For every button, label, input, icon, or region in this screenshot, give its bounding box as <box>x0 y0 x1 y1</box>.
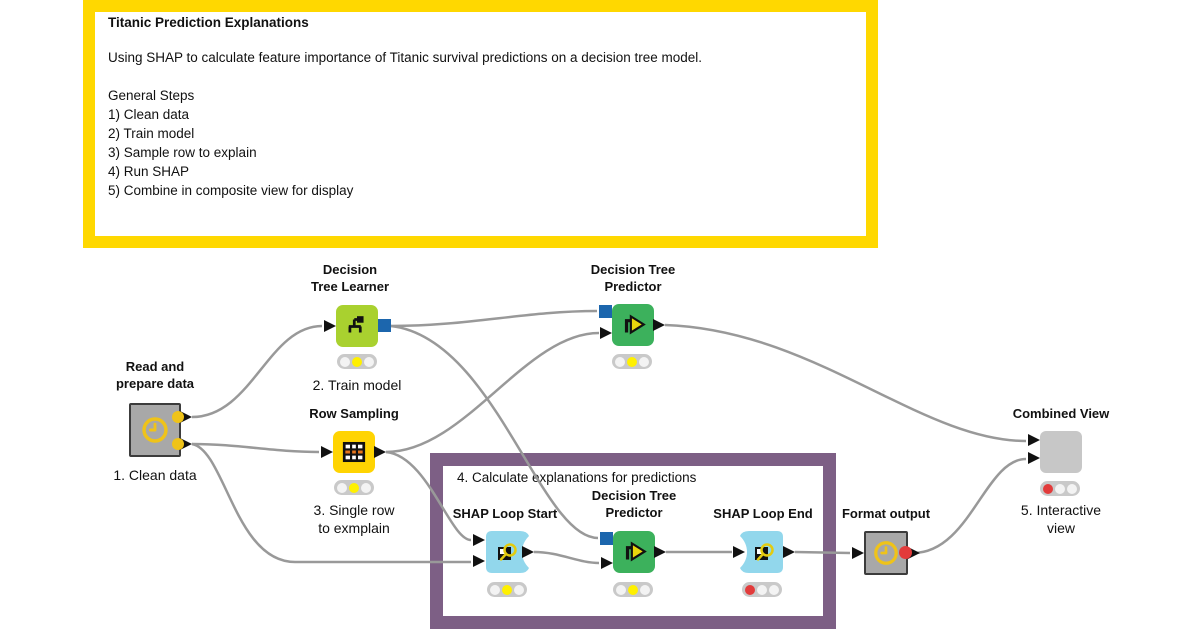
node-decision-tree-predictor-loop[interactable] <box>613 531 655 573</box>
traffic-light <box>337 354 377 369</box>
clock-icon <box>874 541 898 565</box>
light-red <box>337 482 347 493</box>
port-out-1[interactable] <box>172 411 184 423</box>
traffic-light <box>742 582 782 597</box>
annotation-body: Using SHAP to calculate feature importan… <box>108 50 703 198</box>
shap-magnifier-icon <box>755 543 774 561</box>
light-green <box>639 356 649 367</box>
port-in-data[interactable] <box>852 547 864 559</box>
light-red <box>340 356 350 367</box>
port-out-data[interactable] <box>653 319 665 331</box>
wire-read-to-learner[interactable] <box>191 324 323 419</box>
port-in-1[interactable] <box>1028 434 1040 446</box>
node-label: SHAP Loop Start <box>452 506 558 521</box>
node-format-output[interactable] <box>864 531 908 575</box>
node-label: Combined View <box>1012 406 1110 421</box>
node-row-sampling[interactable] <box>333 431 375 473</box>
light-green <box>364 356 374 367</box>
light-red <box>745 584 755 595</box>
traffic-light <box>1040 481 1080 496</box>
light-yellow <box>352 356 362 367</box>
port-out-status[interactable] <box>899 546 912 559</box>
node-label: Decision Tree Predictor <box>591 488 677 520</box>
wire-read-to-rowsampling[interactable] <box>191 442 320 454</box>
wire-loopend-to-format[interactable] <box>794 550 851 555</box>
node-label: Decision Tree Predictor <box>590 262 676 294</box>
port-in-2[interactable] <box>1028 452 1040 464</box>
port-out-model[interactable] <box>378 319 391 332</box>
port-in-data[interactable] <box>324 320 336 332</box>
wire-format-to-combined[interactable] <box>912 457 1027 555</box>
node-label: SHAP Loop End <box>713 506 813 521</box>
shap-magnifier-icon <box>498 543 517 561</box>
port-in-1[interactable] <box>473 534 485 546</box>
port-in-data[interactable] <box>733 546 745 558</box>
node-label: Decision Tree Learner <box>310 262 390 294</box>
node-label: Read and prepare data <box>115 359 195 391</box>
workflow-annotation-note[interactable]: Titanic Prediction Explanations Using SH… <box>83 0 878 248</box>
light-yellow <box>502 584 512 595</box>
port-out-data[interactable] <box>374 446 386 458</box>
wire-loopstart-to-predictorloop[interactable] <box>533 550 600 565</box>
light-yellow <box>349 482 359 493</box>
wire-learner-to-predictortop[interactable] <box>390 309 598 328</box>
wire-rowsampling-to-predictortop[interactable] <box>385 331 600 454</box>
node-label: Row Sampling <box>309 406 399 421</box>
light-green <box>1067 483 1077 494</box>
light-red <box>490 584 500 595</box>
node-sublabel: 3. Single row to exmplain <box>313 502 395 536</box>
port-out-data[interactable] <box>783 546 795 558</box>
node-sublabel: 2. Train model <box>312 377 402 393</box>
decision-tree-icon <box>348 316 364 333</box>
node-sublabel: 5. Interactive view <box>1020 502 1102 536</box>
light-red <box>1043 483 1053 494</box>
port-in-data[interactable] <box>601 557 613 569</box>
node-read-prepare-data[interactable] <box>129 403 181 457</box>
node-decision-tree-predictor[interactable] <box>612 304 654 346</box>
traffic-light <box>612 354 652 369</box>
node-decision-tree-learner[interactable] <box>336 305 378 347</box>
port-out-data[interactable] <box>654 546 666 558</box>
wire-rowsampling-to-loopstart[interactable] <box>385 450 472 542</box>
port-in-data[interactable] <box>600 327 612 339</box>
annotation-title: Titanic Prediction Explanations <box>108 15 309 30</box>
light-green <box>640 584 650 595</box>
light-green <box>361 482 371 493</box>
table-sampling-icon <box>342 441 366 463</box>
wire-read-to-loopstart[interactable] <box>191 442 471 564</box>
clock-icon <box>142 417 168 443</box>
traffic-light <box>487 582 527 597</box>
predictor-icon <box>625 541 647 562</box>
predictor-icon <box>624 314 646 335</box>
light-yellow <box>757 584 767 595</box>
traffic-light <box>613 582 653 597</box>
traffic-light <box>334 480 374 495</box>
node-label: Format output <box>841 506 931 521</box>
port-out-2[interactable] <box>172 438 184 450</box>
light-yellow <box>1055 483 1065 494</box>
wire-learner-to-predictorloop[interactable] <box>390 324 599 540</box>
group-label: 4. Calculate explanations for prediction… <box>457 470 697 485</box>
light-green <box>514 584 524 595</box>
light-yellow <box>628 584 638 595</box>
port-in-model[interactable] <box>600 532 613 545</box>
light-red <box>616 584 626 595</box>
node-combined-view[interactable] <box>1040 431 1082 473</box>
port-in-data[interactable] <box>321 446 333 458</box>
node-sublabel: 1. Clean data <box>113 467 197 483</box>
port-in-model[interactable] <box>599 305 612 318</box>
light-green <box>769 584 779 595</box>
light-yellow <box>627 356 637 367</box>
port-in-2[interactable] <box>473 555 485 567</box>
port-out-data[interactable] <box>522 546 534 558</box>
light-red <box>615 356 625 367</box>
wire-predictortop-to-combined[interactable] <box>664 323 1027 443</box>
